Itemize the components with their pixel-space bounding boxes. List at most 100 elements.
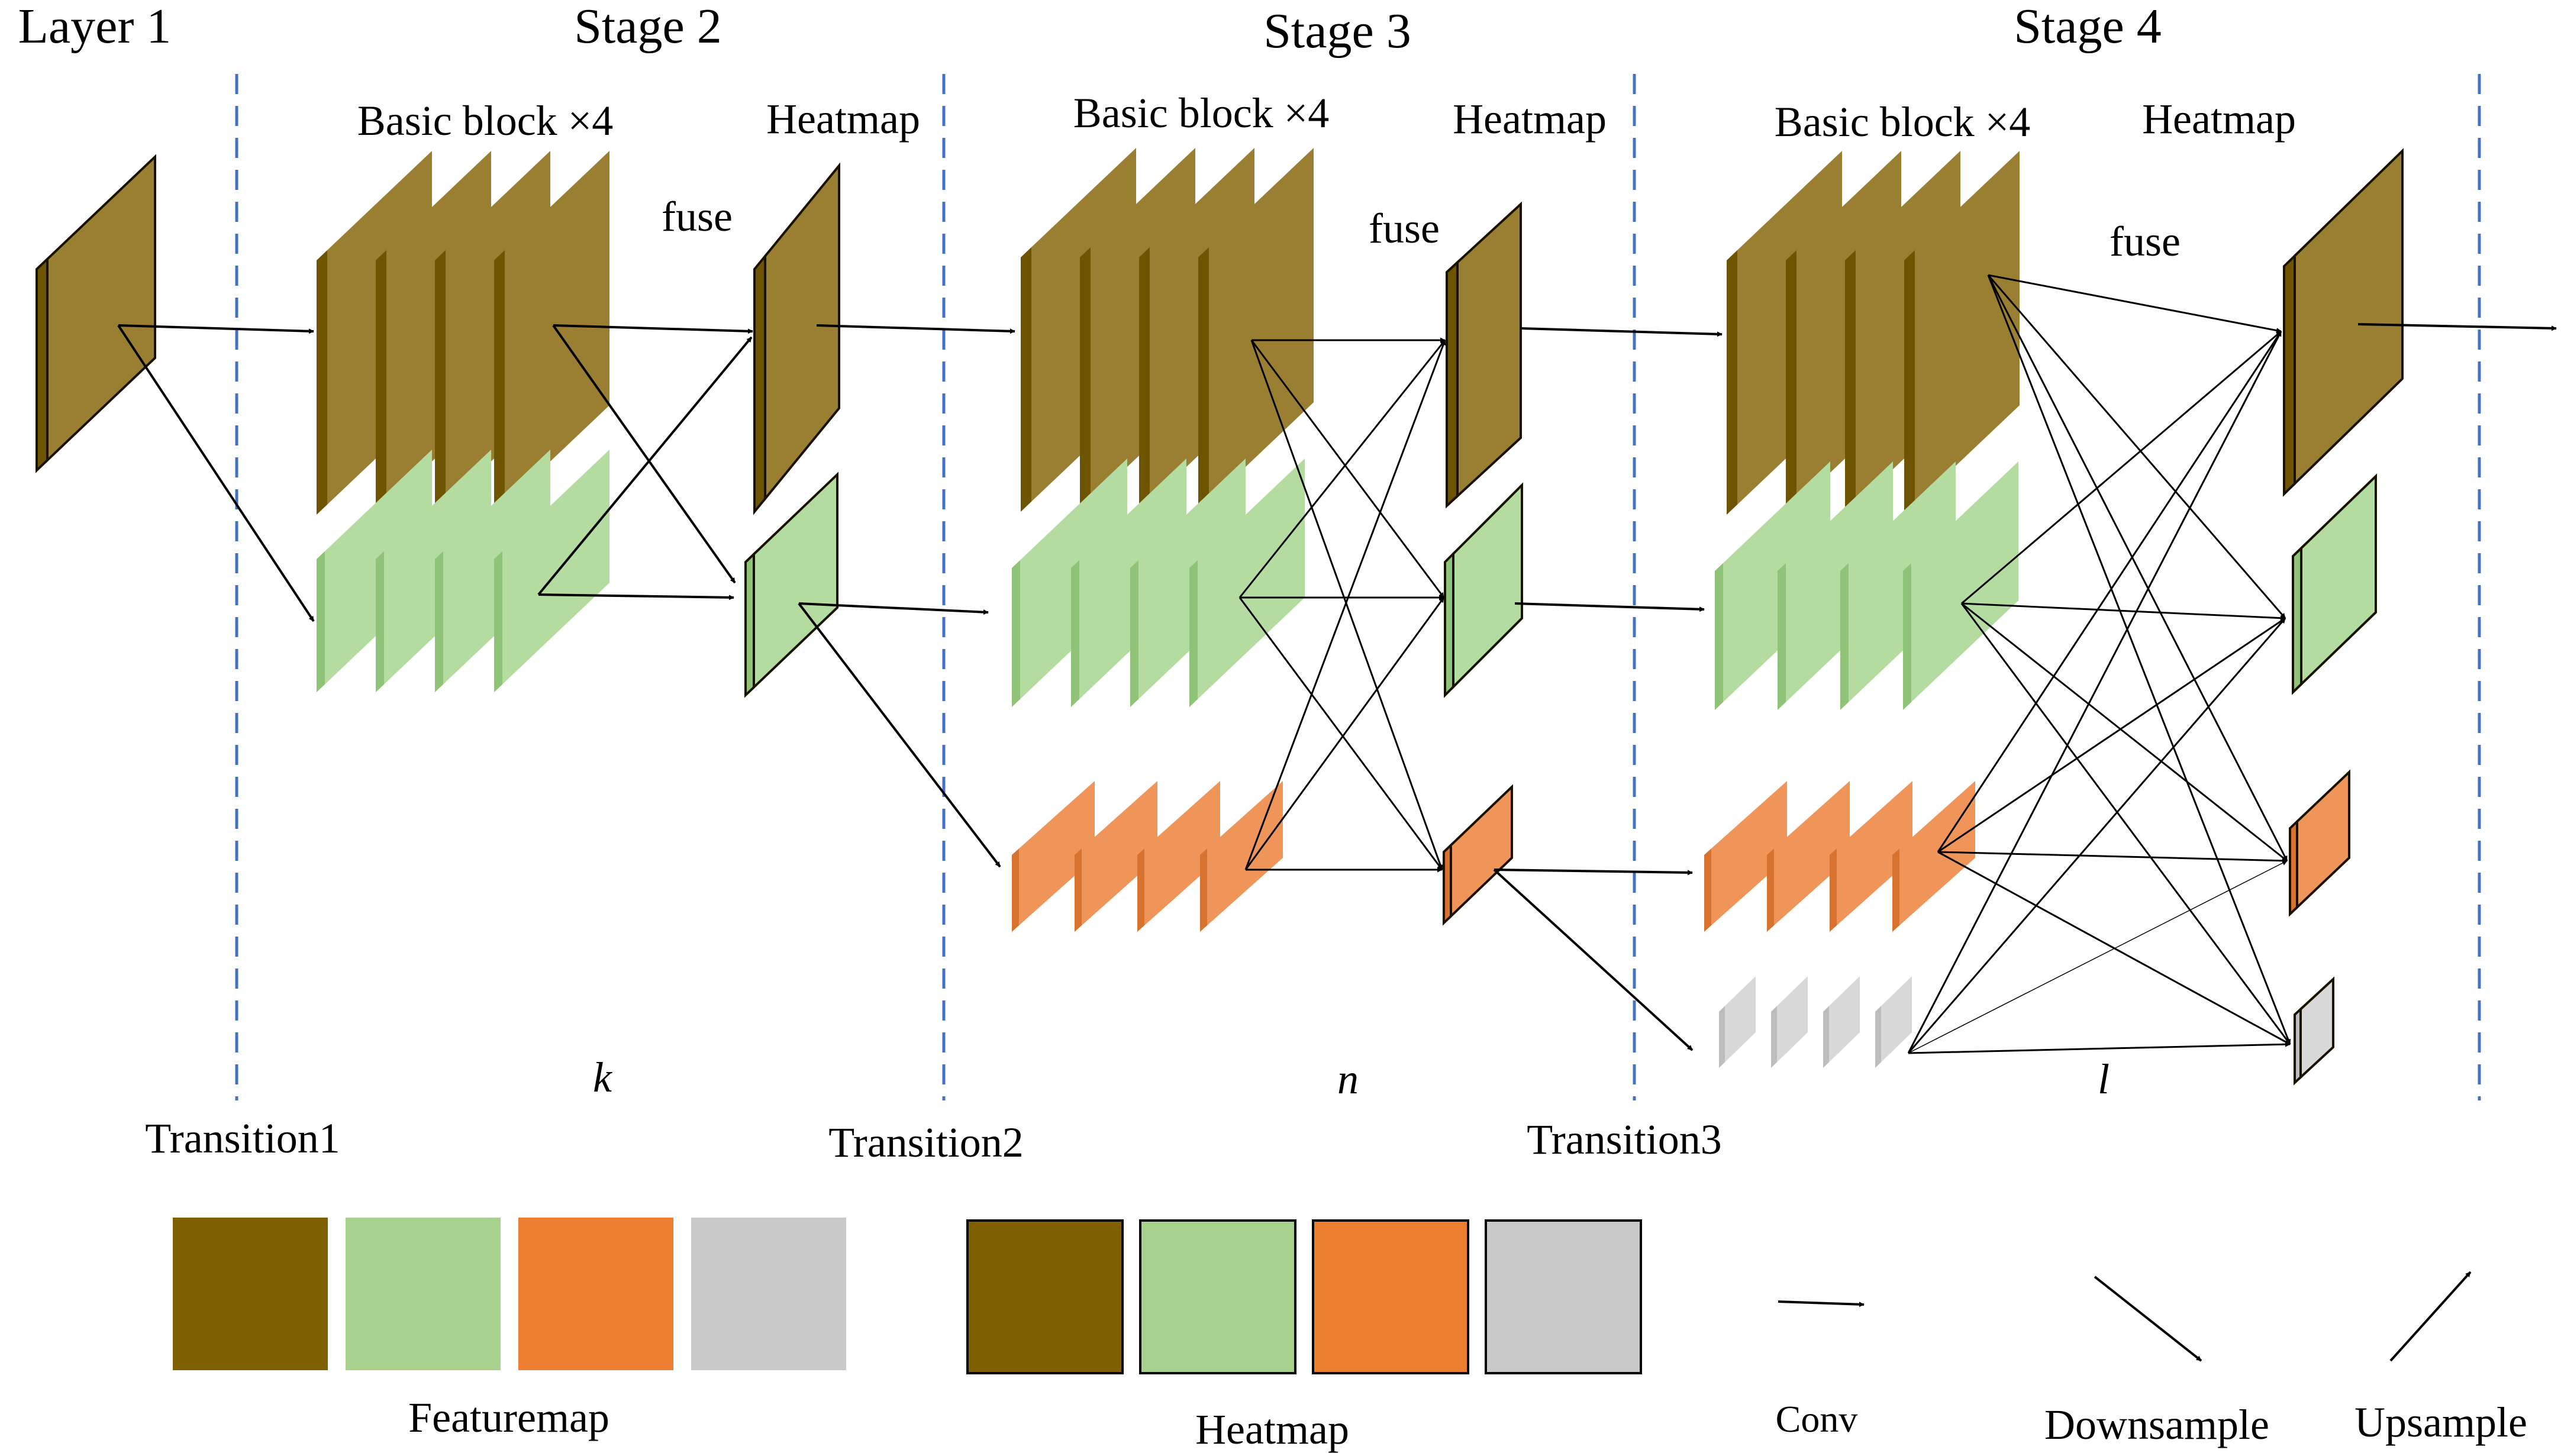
arrow-13 <box>1238 340 1446 598</box>
stage4-green-block-3-edge <box>1840 563 1849 710</box>
arrow-37 <box>1908 860 2288 1054</box>
stage3-heatmap-green-edge <box>1444 551 1454 698</box>
layer1-feature-map-edge <box>36 256 49 473</box>
stage4-green-block-3-face <box>1849 461 1956 702</box>
arrow-36 <box>1907 618 2286 1054</box>
stage3-brown-block-2-edge <box>1080 247 1091 512</box>
stage4-brown-block-4-edge <box>1904 250 1915 515</box>
stage4-heatmap-gray <box>2294 976 2334 1086</box>
basic-block-label-stage3: Basic block ×4 <box>1073 89 1330 137</box>
stage4-heatmap-brown-edge <box>2283 253 2296 497</box>
arrow-2 <box>117 324 315 622</box>
transition2-label: Transition2 <box>828 1119 1023 1166</box>
arrow-4 <box>552 324 736 584</box>
legend-conv-label: Conv <box>1776 1398 1858 1440</box>
stage4-green-block-3 <box>1840 461 1956 710</box>
stage3-title: Stage 3 <box>1263 4 1411 59</box>
feature-blocks <box>36 148 2404 1086</box>
legend-featuremap-brown <box>173 1218 328 1370</box>
stage4-brown-block-3-edge <box>1845 250 1856 515</box>
stage2-heatmap-green-face <box>753 472 838 690</box>
stage4-brown-block-4 <box>1904 151 2020 515</box>
upsample-arrow-icon <box>2389 1271 2472 1362</box>
stage3-heatmap-brown <box>1446 201 1522 509</box>
stage4-orange-block-3-edge <box>1830 848 1837 932</box>
stage4-orange-block-4 <box>1892 781 1975 932</box>
arrow-21 <box>1494 869 1693 876</box>
stage4-green-block-2-edge <box>1778 563 1786 710</box>
arrow-22 <box>1493 869 1694 1051</box>
stage4-orange-block-4-face <box>1899 781 1975 926</box>
stage4-orange-block-4-edge <box>1892 848 1899 932</box>
stage2-heatmap-green <box>744 472 838 698</box>
stage3-orange-block-4-edge <box>1200 848 1207 932</box>
stage4-orange-block-3-face <box>1837 781 1912 926</box>
stage3-green-block-4-edge <box>1189 560 1198 707</box>
stage4-brown-block-1-edge <box>1727 250 1737 515</box>
fuse-label-stage4: fuse <box>2110 218 2181 265</box>
repeat-l-label: l <box>2098 1055 2110 1103</box>
arrow-6 <box>538 593 734 601</box>
stage2-brown-block-4-face <box>505 151 609 505</box>
arrow-32 <box>1937 617 2286 853</box>
connection-arrows <box>117 274 2557 1054</box>
stage4-green-block-1 <box>1715 461 1830 710</box>
stage3-brown-block-3-edge <box>1139 247 1150 512</box>
arrow-20 <box>1514 602 1705 612</box>
transition3-label: Transition3 <box>1527 1116 1721 1163</box>
stage4-gray-block-2 <box>1771 976 1808 1068</box>
legend-downsample-label: Downsample <box>2044 1401 2269 1448</box>
stage2-green-block-3-edge <box>435 551 443 692</box>
arrow-9 <box>798 602 1001 868</box>
arrow-15 <box>1238 597 1443 870</box>
legend-heatmap-orange <box>1312 1219 1469 1374</box>
stage2-title: Stage 2 <box>574 0 722 54</box>
arrow-33 <box>1937 851 2288 864</box>
stage4-green-block-4-edge <box>1903 563 1911 710</box>
stage4-heatmap-orange-face <box>2296 769 2350 911</box>
stage4-brown-block-4-face <box>1915 151 2020 505</box>
stage4-green-block-4 <box>1903 461 2018 710</box>
stage4-gray-block-4-edge <box>1875 1006 1881 1068</box>
stage4-gray-block-2-face <box>1777 976 1808 1063</box>
stage3-heatmap-green-face <box>1452 482 1523 690</box>
stage4-heatmap-brown <box>2283 148 2404 497</box>
arrow-27 <box>1961 330 2282 605</box>
stage2-green-block-4-face <box>502 450 609 685</box>
stage4-heatmap-gray-face <box>2299 976 2334 1080</box>
stage4-orange-block-2 <box>1767 781 1850 932</box>
arrow-38 <box>1908 1041 2291 1054</box>
stage2-heatmap-brown <box>753 162 840 515</box>
arrow-34 <box>1937 851 2291 1045</box>
arrow-3 <box>553 324 753 334</box>
arrow-7 <box>816 324 1015 334</box>
stage2-green-block-4 <box>494 450 609 692</box>
basic-block-label-stage4: Basic block ×4 <box>1775 98 2031 146</box>
arrow-12 <box>1250 340 1443 870</box>
stage3-green-block-1-edge <box>1012 560 1020 707</box>
stage4-gray-block-4 <box>1875 976 1912 1068</box>
stage3-green-block-2-edge <box>1071 560 1079 707</box>
stage4-heatmap-orange <box>2289 769 2350 917</box>
stage2-green-block-2-edge <box>376 551 384 692</box>
stage4-gray-block-2-edge <box>1771 1006 1777 1068</box>
stage-dividers <box>235 74 2481 1100</box>
stage2-brown-block-1-edge <box>317 250 327 515</box>
legend-upsample-label: Upsample <box>2354 1399 2527 1446</box>
stage2-green-block-1-edge <box>317 551 325 692</box>
stage4-orange-block-1-face <box>1711 781 1787 926</box>
stage4-heatmap-brown-face <box>2294 148 2404 487</box>
legend-heatmap-green <box>1139 1219 1296 1374</box>
stage2-green-block-4-edge <box>494 551 502 692</box>
stage2-brown-block-4-edge <box>494 250 505 515</box>
layer1-feature-map-face <box>46 154 156 463</box>
heatmap-label-stage4: Heatmap <box>2142 95 2296 143</box>
stage3-orange-block-3-edge <box>1137 848 1144 932</box>
downsample-arrow-icon <box>2094 1276 2202 1362</box>
stage3-brown-block-4 <box>1198 148 1314 512</box>
legend-arrows <box>1778 1271 2472 1362</box>
legend-heatmap-gray <box>1485 1219 1642 1374</box>
stage4-gray-block-4-face <box>1881 976 1912 1063</box>
arrow-26 <box>1987 275 2291 1045</box>
